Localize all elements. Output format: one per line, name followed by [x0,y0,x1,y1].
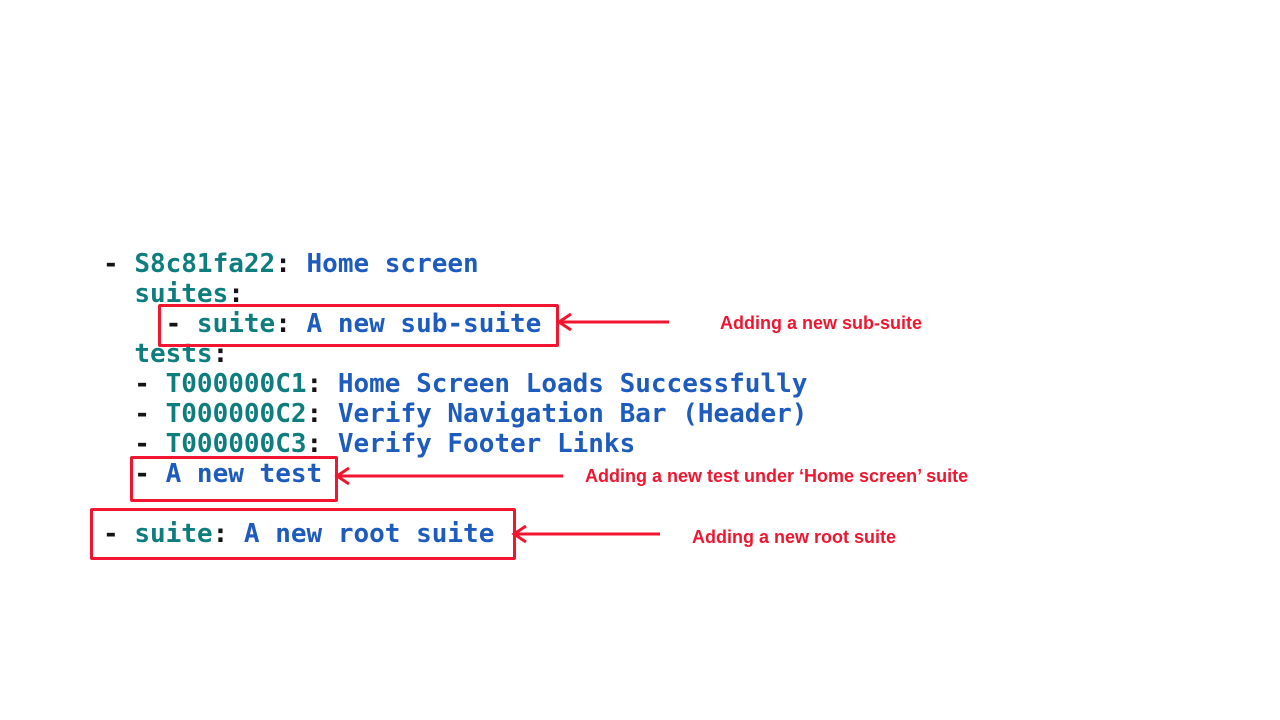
code-line: - suite: A new root suite [103,519,495,549]
left-arrow-icon [555,311,671,333]
code-line: tests: [134,339,229,369]
annotation-label-sub-suite: Adding a new sub-suite [720,313,923,333]
left-arrow-icon [510,523,662,545]
highlight-box-new-test [130,456,338,502]
code-line: - S8c81fa22: Home screen [103,249,479,279]
code-line: - T000000C1: Home Screen Loads Successfu… [103,369,808,399]
annotation-label-new-test: Adding a new test under ‘Home screen’ su… [585,466,969,486]
code-line: - T000000C3: Verify Footer Links [103,429,636,459]
left-arrow-icon [333,465,565,487]
highlight-box-sub-suite [158,304,559,347]
code-line: - suite: A new sub-suite [103,309,542,339]
code-line: - T000000C2: Verify Navigation Bar (Head… [103,399,808,429]
annotation-label-root-suite: Adding a new root suite [692,527,897,547]
highlight-box-root-suite [90,508,516,560]
code-line: - A new test [103,459,323,489]
yaml-code-block: - S8c81fa22: Home screen suites: - suite… [103,249,807,549]
